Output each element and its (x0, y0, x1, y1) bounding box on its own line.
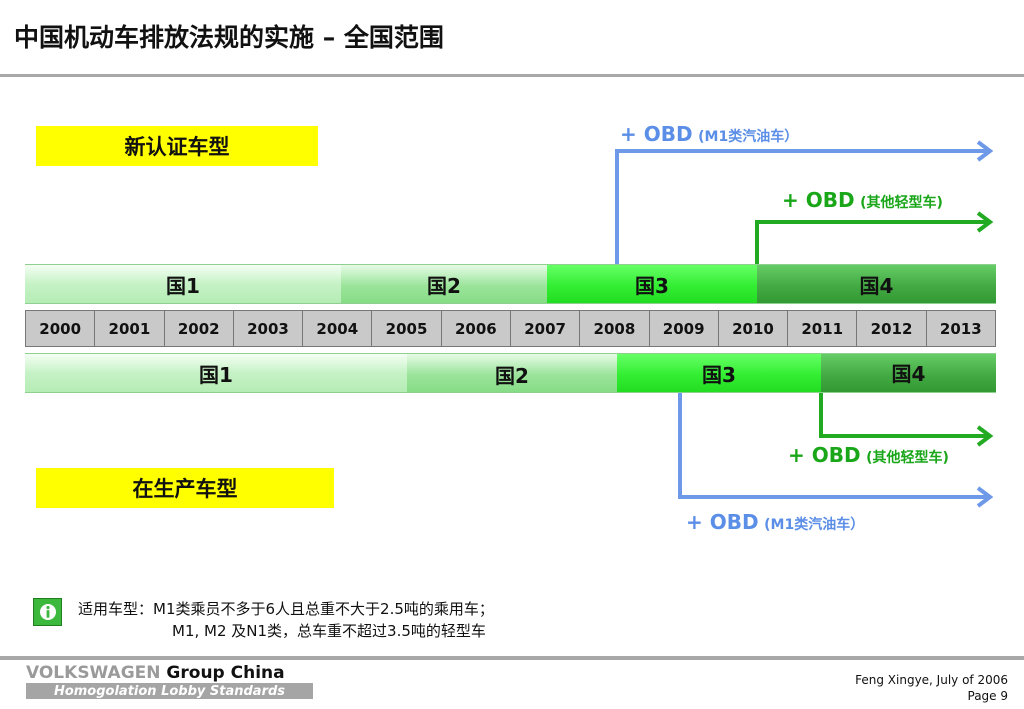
footer-divider (0, 656, 1024, 660)
bottom-stage-2: 国2 (407, 353, 617, 393)
year-cell: 2013 (939, 319, 982, 338)
bottom-stage-4: 国4 (821, 353, 996, 393)
year-cell: 2000 (26, 311, 96, 346)
header-divider (0, 74, 1024, 77)
bottom-stage-1: 国1 (25, 353, 407, 393)
brand-name: VOLKSWAGEN (26, 663, 161, 683)
obd-arrowhead-bottom-m1 (976, 486, 994, 508)
year-cell: 2003 (234, 311, 304, 346)
note-line-1: 适用车型：M1类乘员不多于6人且总重不大于2.5吨的乘用车； (78, 600, 494, 618)
obd-sub: (其他轻型车) (866, 450, 949, 466)
obd-sub: (其他轻型车) (860, 195, 943, 211)
info-icon (33, 598, 62, 626)
year-cell: 2004 (303, 311, 373, 346)
obd-label-bottom-other: + OBD (其他轻型车) (788, 443, 949, 467)
footer-author: Feng Xingye, July of 2006 (855, 673, 1008, 687)
year-cell: 2006 (442, 311, 511, 346)
note-line-2: M1, M2 及N1类，总车重不超过3.5吨的轻型车 (172, 622, 486, 640)
obd-arrow-top-m1 (615, 149, 990, 264)
year-cell: 2012 (857, 311, 927, 346)
year-cell: 2007 (511, 311, 581, 346)
obd-label-top-other: + OBD (其他轻型车) (782, 188, 943, 212)
obd-sub: (M1类汽油车） (764, 517, 865, 533)
page-number: Page 9 (967, 689, 1009, 703)
year-cell: 2010 (719, 311, 789, 346)
year-row: 2000 2001 2002 2003 2004 2005 2006 2007 … (25, 310, 996, 347)
brand-logo: VOLKSWAGEN Group China (26, 663, 285, 683)
year-cell: 2011 (788, 311, 858, 346)
obd-arrowhead-top-m1 (976, 140, 994, 162)
obd-arrowhead-top-other (976, 211, 994, 233)
year-cell: 2009 (650, 311, 719, 346)
year-cell: 2005 (372, 311, 442, 346)
top-stage-4: 国4 (757, 264, 996, 304)
obd-arrow-bottom-m1 (678, 393, 990, 499)
obd-arrow-top-other (755, 220, 990, 264)
obd-main: + OBD (620, 122, 693, 146)
obd-arrowhead-bottom-other (976, 425, 994, 447)
obd-sub: (M1类汽油车） (698, 129, 799, 145)
brand-subtitle: Homogolation Lobby Standards (26, 683, 313, 699)
label-new-models: 新认证车型 (36, 126, 318, 166)
page-title: 中国机动车排放法规的实施 – 全国范围 (14, 23, 444, 52)
top-stage-1: 国1 (25, 264, 341, 304)
obd-label-bottom-m1: + OBD (M1类汽油车） (686, 510, 864, 534)
obd-main: + OBD (782, 188, 855, 212)
bottom-stage-3: 国3 (617, 353, 821, 393)
year-cell: 2002 (165, 311, 234, 346)
year-cell: 2001 (95, 311, 165, 346)
top-stage-3: 国3 (547, 264, 757, 304)
obd-main: + OBD (686, 510, 759, 534)
obd-arrow-bottom-other (819, 393, 990, 438)
obd-main: + OBD (788, 443, 861, 467)
year-cell: 2008 (580, 311, 650, 346)
obd-label-top-m1: + OBD (M1类汽油车） (620, 122, 798, 146)
brand-group: Group China (166, 663, 285, 683)
top-stage-2: 国2 (341, 264, 547, 304)
label-production-models: 在生产车型 (36, 468, 334, 508)
